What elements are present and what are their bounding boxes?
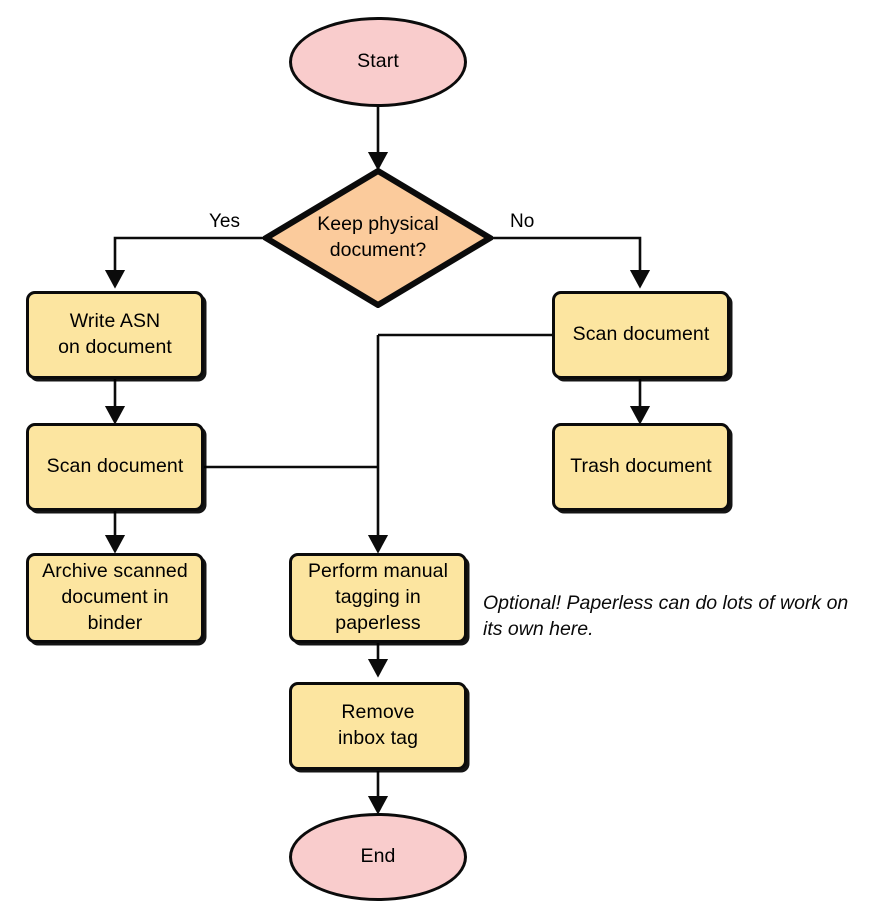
edge-label-no: No: [510, 211, 535, 232]
node-scan-document-right[interactable]: Scan document: [552, 291, 730, 379]
node-remove-inbox-tag[interactable]: Remove inbox tag: [289, 682, 467, 770]
node-start[interactable]: Start: [289, 17, 467, 107]
node-start-label: Start: [357, 50, 399, 73]
node-scan-document-left-label: Scan document: [46, 455, 184, 478]
node-end[interactable]: End: [289, 813, 467, 901]
node-perform-manual-tagging[interactable]: Perform manual tagging in paperless: [289, 553, 467, 643]
diamond-shape: [263, 168, 493, 308]
node-write-asn-label: Write ASN on document: [58, 310, 172, 358]
node-remove-inbox-tag-label: Remove inbox tag: [337, 701, 419, 749]
node-decision-label: Keep physical document?: [317, 213, 439, 261]
edge-decision-to-write-asn: [104, 236, 266, 289]
node-write-asn[interactable]: Write ASN on document: [26, 291, 204, 379]
node-scan-document-left[interactable]: Scan document: [26, 423, 204, 511]
node-trash-document-label: Trash document: [570, 455, 712, 478]
annotation-optional-note: Optional! Paperless can do lots of work …: [483, 592, 849, 641]
node-archive-label: Archive scanned document in binder: [42, 560, 188, 634]
node-decision-keep-physical-document[interactable]: Keep physical document?: [263, 168, 493, 308]
node-archive-scanned-document[interactable]: Archive scanned document in binder: [26, 553, 204, 643]
edge-decision-to-scan-right: [490, 236, 651, 289]
edge-label-yes: Yes: [209, 211, 240, 232]
node-trash-document[interactable]: Trash document: [552, 423, 730, 511]
node-end-label: End: [360, 845, 396, 868]
node-perform-manual-tagging-label: Perform manual tagging in paperless: [307, 560, 449, 634]
node-scan-document-right-label: Scan document: [572, 323, 710, 346]
